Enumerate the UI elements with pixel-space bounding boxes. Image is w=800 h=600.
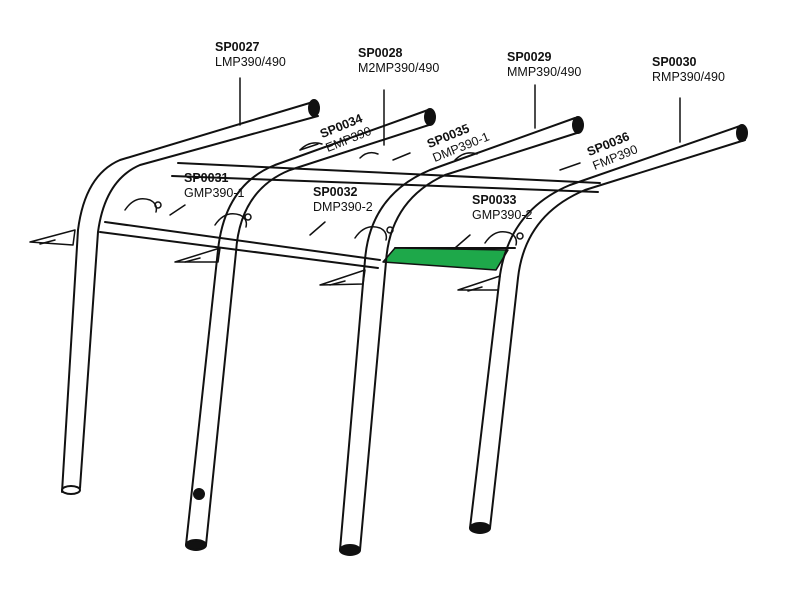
- part-label-sp0033: SP0033 GMP390-2: [472, 193, 532, 223]
- hoop-sp0027[interactable]: [61, 99, 320, 495]
- cross-bar-rear: [171, 162, 601, 193]
- part-label-sp0029: SP0029 MMP390/490: [507, 50, 581, 80]
- part-code: SP0032: [313, 185, 358, 199]
- hoop-sp0028[interactable]: [185, 108, 436, 551]
- part-label-sp0028: SP0028 M2MP390/490: [358, 46, 439, 76]
- part-name: GMP390-1: [184, 186, 245, 200]
- part-code: SP0031: [184, 171, 229, 185]
- hoop-sp0029[interactable]: [339, 116, 584, 556]
- part-label-sp0030: SP0030 RMP390/490: [652, 55, 725, 85]
- part-name: LMP390/490: [215, 55, 286, 69]
- part-code: SP0033: [472, 193, 517, 207]
- part-code: SP0028: [358, 46, 403, 60]
- highlighted-part-sp0033[interactable]: [382, 247, 509, 271]
- part-code: SP0030: [652, 55, 697, 69]
- part-name: MMP390/490: [507, 65, 582, 79]
- part-name: M2MP390/490: [358, 61, 440, 75]
- part-code: SP0027: [215, 40, 260, 54]
- part-label-sp0027: SP0027 LMP390/490: [215, 40, 286, 70]
- hoop-sp0030[interactable]: [469, 124, 748, 534]
- part-name: GMP390-2: [472, 208, 533, 222]
- part-code: SP0029: [507, 50, 552, 64]
- leader-line: [169, 77, 681, 249]
- part-label-sp0031: SP0031 GMP390-1: [184, 171, 244, 201]
- part-label-sp0032: SP0032 DMP390-2: [313, 185, 373, 215]
- part-name: RMP390/490: [652, 70, 725, 84]
- part-name: DMP390-2: [313, 200, 373, 214]
